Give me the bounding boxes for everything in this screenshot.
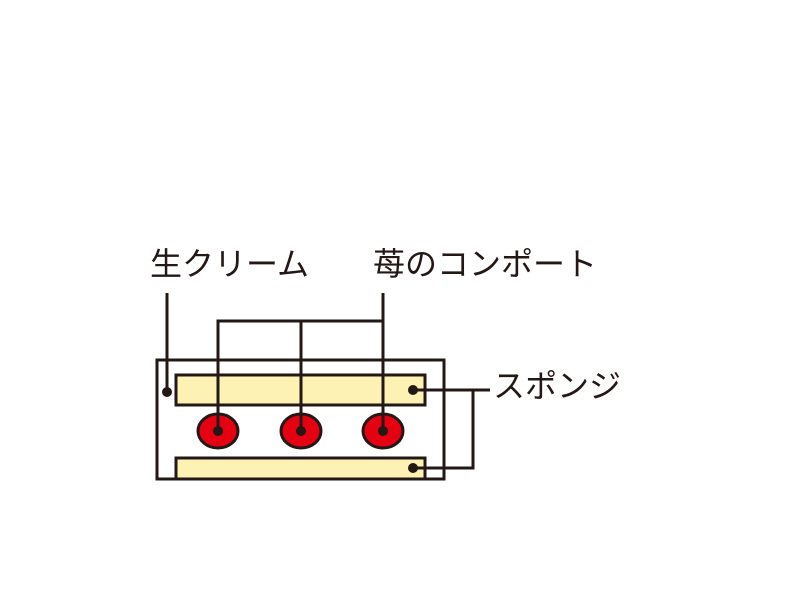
sponge-label: スポンジ [493, 367, 622, 405]
sponge-leader-dot-top [408, 385, 418, 395]
sponge-leader-bracket [413, 390, 475, 470]
cream-label: 生クリーム [150, 245, 310, 283]
strawberry-compote-label: 苺のコンポート [373, 245, 598, 283]
compote-leader-dot-2 [296, 426, 306, 436]
compote-leader-dot-3 [378, 426, 388, 436]
sponge-leader-dot-bottom [408, 463, 418, 473]
compote-leader-dot-1 [213, 426, 223, 436]
sponge-layer-bottom [174, 456, 427, 481]
cream-leader-dot [162, 387, 172, 397]
compote-leader-branch [216, 319, 383, 431]
